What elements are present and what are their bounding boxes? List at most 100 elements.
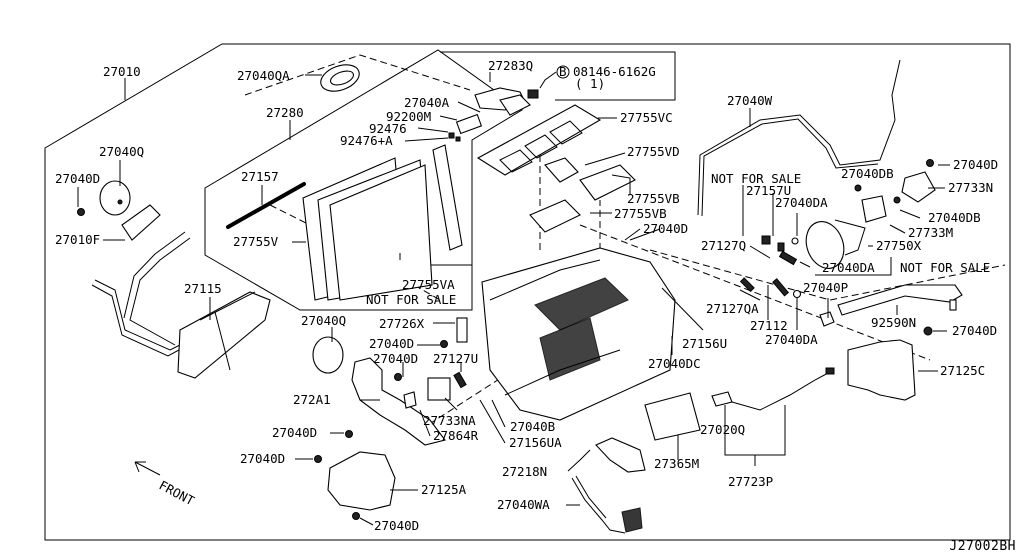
label-27040WA: 27040WA xyxy=(497,497,550,512)
label-27733N: 27733N xyxy=(948,180,993,195)
label-27040D-3: 27040D xyxy=(643,221,688,236)
heater-core-27115 xyxy=(91,231,271,379)
label-27040D-2: 27040D xyxy=(953,157,998,172)
label-27755VB-2: 27755VB xyxy=(614,206,667,221)
label-92476A: 92476+A xyxy=(340,133,393,148)
label-27040D-9: 27040D xyxy=(374,518,419,533)
drain-hose-92590N xyxy=(819,284,963,327)
harness-27040W-b xyxy=(701,118,879,217)
label-27040DA-3: 27040DA xyxy=(765,332,818,347)
label-27040DB-2: 27040DB xyxy=(928,210,981,225)
filter-frame-27755VC xyxy=(476,104,602,176)
label-27280: 27280 xyxy=(266,105,304,120)
label-27040DB-1: 27040DB xyxy=(841,166,894,181)
label-27755VB-1: 27755VB xyxy=(627,191,680,206)
label-27040P: 27040P xyxy=(803,280,848,295)
label-92590N: 92590N xyxy=(871,315,916,330)
label-27864R: 27864R xyxy=(433,428,479,443)
screw-27040D-a xyxy=(345,430,353,438)
bolt-callout-box xyxy=(440,51,676,101)
sensor-27020Q xyxy=(711,367,835,411)
label-27755V: 27755V xyxy=(233,234,279,249)
label-27733M: 27733M xyxy=(908,225,953,240)
harness-27040W xyxy=(697,59,901,216)
grommet-27040QA xyxy=(320,64,360,92)
actuator-27733N xyxy=(901,159,936,203)
label-27040D-1: 27040D xyxy=(55,171,100,186)
label-27127U: 27127U xyxy=(433,351,478,366)
assembly-outline xyxy=(44,43,1011,541)
label-27156U: 27156U xyxy=(682,336,727,351)
label-92200M: 92200M xyxy=(386,109,431,124)
label-27127QA: 27127QA xyxy=(706,301,759,316)
screw-27040D-b xyxy=(394,373,402,381)
pad-27365M xyxy=(644,392,701,441)
label-27755VC: 27755VC xyxy=(620,110,673,125)
actuator-27010F xyxy=(77,180,161,241)
label-27283Q: 27283Q xyxy=(488,58,533,73)
label-27127Q: 27127Q xyxy=(701,238,746,253)
label-27112: 27112 xyxy=(750,318,788,333)
duct-272A1 xyxy=(351,357,446,446)
label-27010F: 27010F xyxy=(55,232,100,247)
seal-rod-27157 xyxy=(226,182,306,229)
label-27040Q-1: 27040Q xyxy=(99,144,144,159)
label-27040W: 27040W xyxy=(727,93,773,108)
heater-unit-case xyxy=(481,247,676,421)
actuator-27733M xyxy=(854,184,901,223)
label-nfs-2: NOT FOR SALE xyxy=(711,171,801,186)
label-27726X: 27726X xyxy=(379,316,425,331)
label-27040A: 27040A xyxy=(404,95,450,110)
actuator-27733NA xyxy=(427,377,451,401)
label-27733NA: 27733NA xyxy=(423,413,476,428)
evaporator-box-outline xyxy=(204,49,523,311)
label-27020Q: 27020Q xyxy=(700,422,745,437)
label-27040D-5: 27040D xyxy=(369,336,414,351)
label-27040D-7: 27040D xyxy=(272,425,317,440)
sensor-92200M xyxy=(448,113,483,142)
label-27750X: 27750X xyxy=(876,238,922,253)
label-bolt-ref: 08146-6162G xyxy=(573,64,656,79)
hardware-27112 xyxy=(739,277,802,299)
leader-lines xyxy=(77,65,950,526)
label-27157: 27157 xyxy=(241,169,279,184)
label-27218N: 27218N xyxy=(502,464,547,479)
bolt-circle-mark: B xyxy=(559,64,567,79)
bracket-27283Q xyxy=(474,87,539,116)
label-27755VD: 27755VD xyxy=(627,144,680,159)
seal-27755VD xyxy=(544,157,579,183)
label-27156UA: 27156UA xyxy=(509,435,562,450)
evaporator-core xyxy=(302,144,463,301)
front-arrow-icon xyxy=(134,461,161,476)
label-nfs-1: NOT FOR SALE xyxy=(366,292,456,307)
label-27157U: 27157U xyxy=(746,183,791,198)
hardware-27157U xyxy=(761,235,799,266)
screw-27040D-right xyxy=(923,326,933,336)
label-27365M: 27365M xyxy=(654,456,699,471)
label-27040Q-2: 27040Q xyxy=(301,313,346,328)
cap-27040Q xyxy=(312,336,344,374)
label-27040B: 27040B xyxy=(510,419,555,434)
label-bolt-qty: ( 1) xyxy=(575,76,605,91)
label-front: FRONT xyxy=(157,477,198,508)
label-nfs-3: NOT FOR SALE xyxy=(900,260,990,275)
screw-27040D-c xyxy=(314,455,322,463)
label-27040D-6: 27040D xyxy=(373,351,418,366)
label-272A1: 272A1 xyxy=(293,392,331,407)
label-27115: 27115 xyxy=(184,281,222,296)
bracket-27864R xyxy=(403,391,417,409)
diagram-code: J27002BH xyxy=(949,539,1016,554)
frame-27755VB xyxy=(529,164,636,233)
label-27010: 27010 xyxy=(103,64,141,79)
harness-27040WA xyxy=(571,437,646,534)
label-27755VA: 27755VA xyxy=(402,277,455,292)
assembly-dash-1 xyxy=(244,54,471,96)
assembly-dash-3 xyxy=(579,224,931,361)
label-27040DC: 27040DC xyxy=(648,356,701,371)
screw-27040D-d xyxy=(352,512,360,520)
nfs-box-2 xyxy=(815,257,892,276)
label-27040D-8: 27040D xyxy=(240,451,285,466)
label-27723P: 27723P xyxy=(728,474,773,489)
label-27040D-4: 27040D xyxy=(952,323,997,338)
